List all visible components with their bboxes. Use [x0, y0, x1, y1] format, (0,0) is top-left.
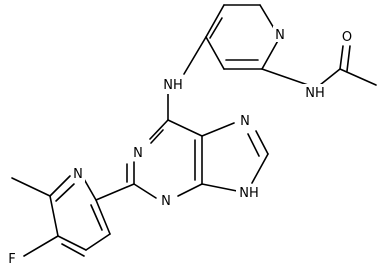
bond	[133, 183, 157, 199]
bond	[251, 153, 269, 184]
bond	[167, 119, 203, 137]
bond	[346, 45, 351, 72]
bond	[23, 235, 59, 257]
svg-text:N: N	[161, 194, 171, 209]
bond	[177, 183, 203, 197]
svg-text:N: N	[73, 167, 83, 182]
atom-labels: N NH O NH N N N NH	[5, 26, 355, 267]
svg-text:N: N	[240, 114, 250, 129]
bond	[49, 175, 71, 197]
bond	[11, 177, 51, 197]
bond	[339, 45, 344, 70]
bond	[201, 122, 235, 137]
bond	[90, 204, 103, 231]
fluoropyridine-nitrogen-label: N	[71, 165, 85, 182]
purine-n3-label: N	[159, 192, 173, 209]
bond	[209, 17, 223, 39]
bond	[95, 183, 135, 201]
bond	[61, 243, 85, 257]
svg-text:NH: NH	[163, 78, 183, 93]
bond	[259, 4, 276, 31]
bond	[339, 68, 377, 86]
bond	[205, 4, 225, 38]
bond	[261, 36, 281, 70]
svg-text:N: N	[133, 146, 143, 161]
bonds	[11, 4, 377, 257]
bond	[255, 130, 269, 155]
carbonyl-oxygen-label: O	[339, 28, 355, 45]
bond	[261, 68, 309, 86]
amide-nh-label: NH	[302, 84, 328, 102]
svg-text:NH: NH	[305, 86, 325, 101]
bond	[49, 195, 59, 237]
amine-nh-label: NH	[160, 76, 186, 94]
bond	[205, 36, 225, 70]
purine-n7-label: N	[238, 112, 252, 129]
pyridine-nitrogen-label: N	[273, 26, 287, 43]
bond	[247, 133, 260, 157]
bond	[95, 199, 111, 235]
bond	[83, 178, 97, 201]
bond	[55, 183, 75, 202]
svg-text:N: N	[275, 28, 285, 43]
purine-n1-label: N	[131, 144, 145, 161]
bond	[57, 235, 87, 251]
bond	[201, 183, 238, 192]
svg-text:O: O	[342, 30, 352, 45]
bond	[85, 233, 111, 251]
bond	[149, 119, 169, 140]
svg-text:NH: NH	[239, 186, 259, 201]
purine-n9h-label: NH	[236, 184, 262, 201]
bond	[183, 36, 207, 75]
bond	[319, 68, 341, 86]
bond	[150, 129, 164, 144]
fluorine-label: F	[5, 250, 19, 267]
svg-text:F: F	[8, 252, 15, 267]
